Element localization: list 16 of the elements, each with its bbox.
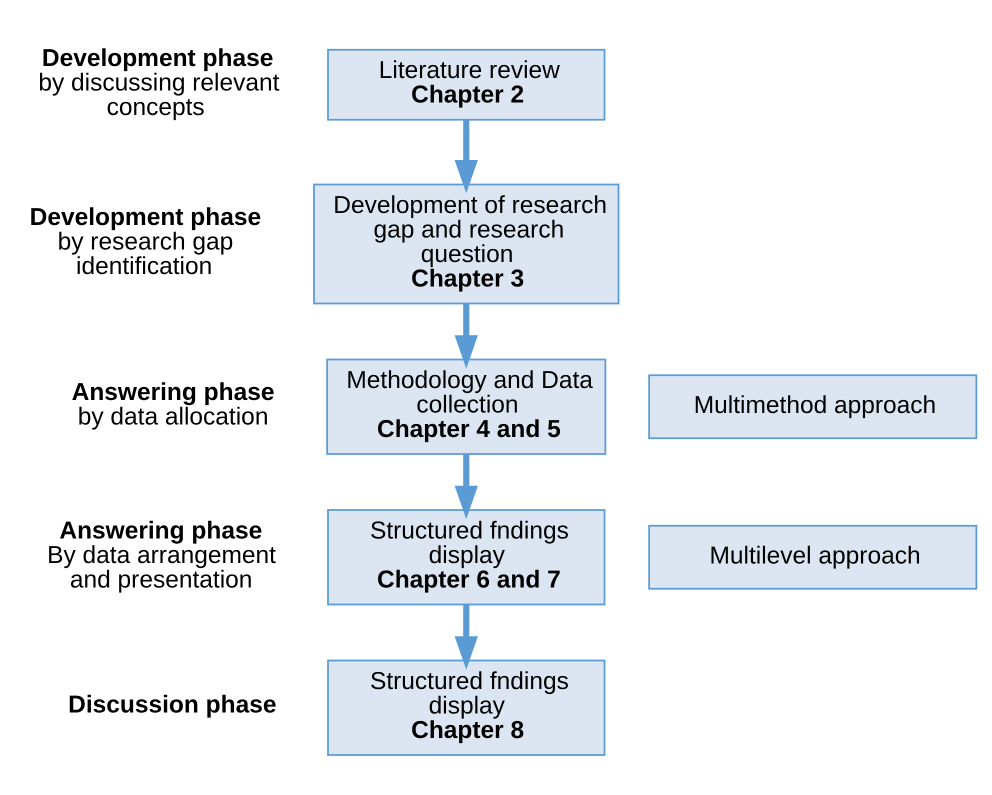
node-label: Answering phase — [72, 378, 274, 406]
node-box: Literature review Chapter 2 — [327, 48, 606, 120]
arrow — [454, 604, 478, 670]
node-box: Multilevel approach — [648, 524, 978, 590]
node-box: Structured fndings display Chapter 6 and 7 — [327, 508, 606, 605]
arrow — [454, 454, 478, 519]
arrow — [454, 303, 478, 368]
node-label: Development phase — [42, 44, 274, 72]
node-label: Development phase — [30, 204, 262, 231]
arrow — [454, 120, 478, 193]
node-box: Development of research gap and research question Chapter 3 — [313, 183, 620, 304]
node-box: Methodology and Data collection Chapter 4 and 5 — [326, 358, 606, 454]
node-box: Structured fndings display Chapter 8 — [327, 659, 606, 756]
node-box: Multimethod approach — [648, 374, 978, 439]
node-label: Discussion phase — [68, 690, 276, 718]
node-label: Answering phase — [59, 516, 262, 544]
